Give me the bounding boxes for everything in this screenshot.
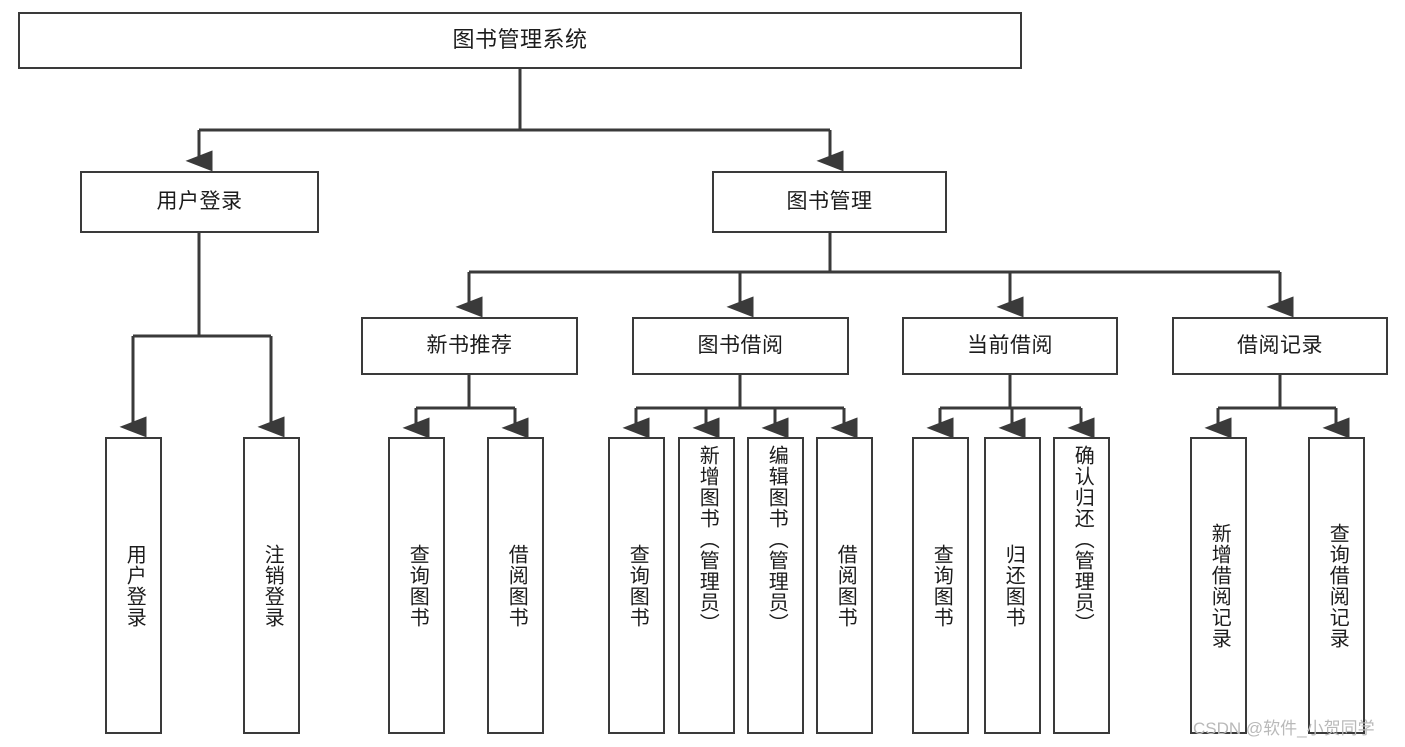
leaf-query-book-borrow[interactable]: 查询图书 bbox=[608, 437, 665, 734]
node-label: 查询借阅记录 bbox=[1326, 522, 1349, 649]
leaf-add-borrow-record[interactable]: 新增借阅记录 bbox=[1190, 437, 1247, 734]
node-current-borrowing[interactable]: 当前借阅 bbox=[902, 317, 1118, 375]
leaf-borrow-book-rec[interactable]: 借阅图书 bbox=[487, 437, 544, 734]
leaf-add-book-admin[interactable]: 新增图书（管理员） bbox=[678, 437, 735, 734]
node-label: 借阅记录 bbox=[1237, 334, 1323, 358]
node-label: 查询图书 bbox=[406, 543, 429, 628]
node-label: 图书借阅 bbox=[697, 334, 784, 358]
leaf-edit-book-admin[interactable]: 编辑图书（管理员） bbox=[747, 437, 804, 734]
node-label: 新书推荐 bbox=[426, 334, 513, 358]
leaf-query-book-current[interactable]: 查询图书 bbox=[912, 437, 969, 734]
node-new-book-recommend[interactable]: 新书推荐 bbox=[361, 317, 578, 375]
node-user-login[interactable]: 用户登录 bbox=[80, 171, 319, 233]
node-label: 注销登录 bbox=[261, 543, 284, 628]
leaf-user-login[interactable]: 用户登录 bbox=[105, 437, 162, 734]
leaf-borrow-book[interactable]: 借阅图书 bbox=[816, 437, 873, 734]
node-book-management[interactable]: 图书管理 bbox=[712, 171, 947, 233]
node-label: 编辑图书（管理员） bbox=[765, 445, 788, 634]
leaf-query-borrow-record[interactable]: 查询借阅记录 bbox=[1308, 437, 1365, 734]
node-root-system[interactable]: 图书管理系统 bbox=[18, 12, 1022, 69]
leaf-confirm-return-admin[interactable]: 确认归还（管理员） bbox=[1053, 437, 1110, 734]
node-label: 用户登录 bbox=[123, 543, 146, 628]
node-label: 新增图书（管理员） bbox=[696, 445, 719, 634]
node-label: 用户登录 bbox=[156, 190, 243, 214]
leaf-return-book[interactable]: 归还图书 bbox=[984, 437, 1041, 734]
node-label: 借阅图书 bbox=[505, 543, 528, 628]
node-label: 图书管理 bbox=[786, 190, 873, 214]
leaf-query-book-rec[interactable]: 查询图书 bbox=[388, 437, 445, 734]
node-label: 借阅图书 bbox=[834, 543, 857, 628]
node-label: 归还图书 bbox=[1002, 543, 1025, 628]
node-label: 当前借阅 bbox=[967, 334, 1053, 358]
node-label: 查询图书 bbox=[930, 543, 953, 628]
node-label: 确认归还（管理员） bbox=[1071, 445, 1094, 634]
node-borrow-records[interactable]: 借阅记录 bbox=[1172, 317, 1388, 375]
node-book-borrowing[interactable]: 图书借阅 bbox=[632, 317, 849, 375]
node-label: 新增借阅记录 bbox=[1208, 522, 1231, 649]
node-label: 查询图书 bbox=[626, 543, 649, 628]
node-label: 图书管理系统 bbox=[452, 27, 588, 53]
leaf-logout[interactable]: 注销登录 bbox=[243, 437, 300, 734]
